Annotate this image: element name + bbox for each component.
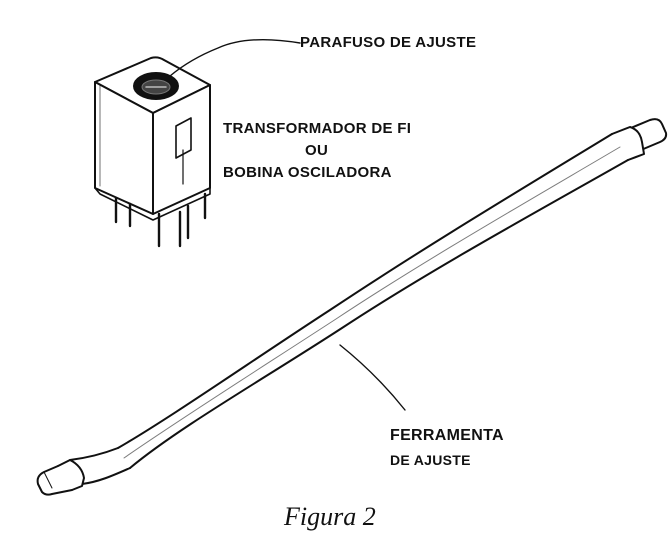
label-adjust-screw: PARAFUSO DE AJUSTE [300,34,477,51]
label-tool-line1: FERRAMENTA [390,427,504,444]
leader-adjust-tool [339,344,406,411]
label-tool-line2: DE AJUSTE [390,452,471,468]
label-transformer-line2: OU [305,142,329,159]
transformer-can [94,56,211,221]
label-transformer-line3: BOBINA OSCILADORA [223,164,392,181]
adjust-screw [133,72,179,100]
figure-caption: Figura 2 [284,502,376,531]
leader-adjust-screw [169,39,301,77]
adjust-tool [36,118,668,496]
label-transformer-line1: TRANSFORMADOR DE FI [223,120,412,137]
transformer-pins [114,192,207,248]
